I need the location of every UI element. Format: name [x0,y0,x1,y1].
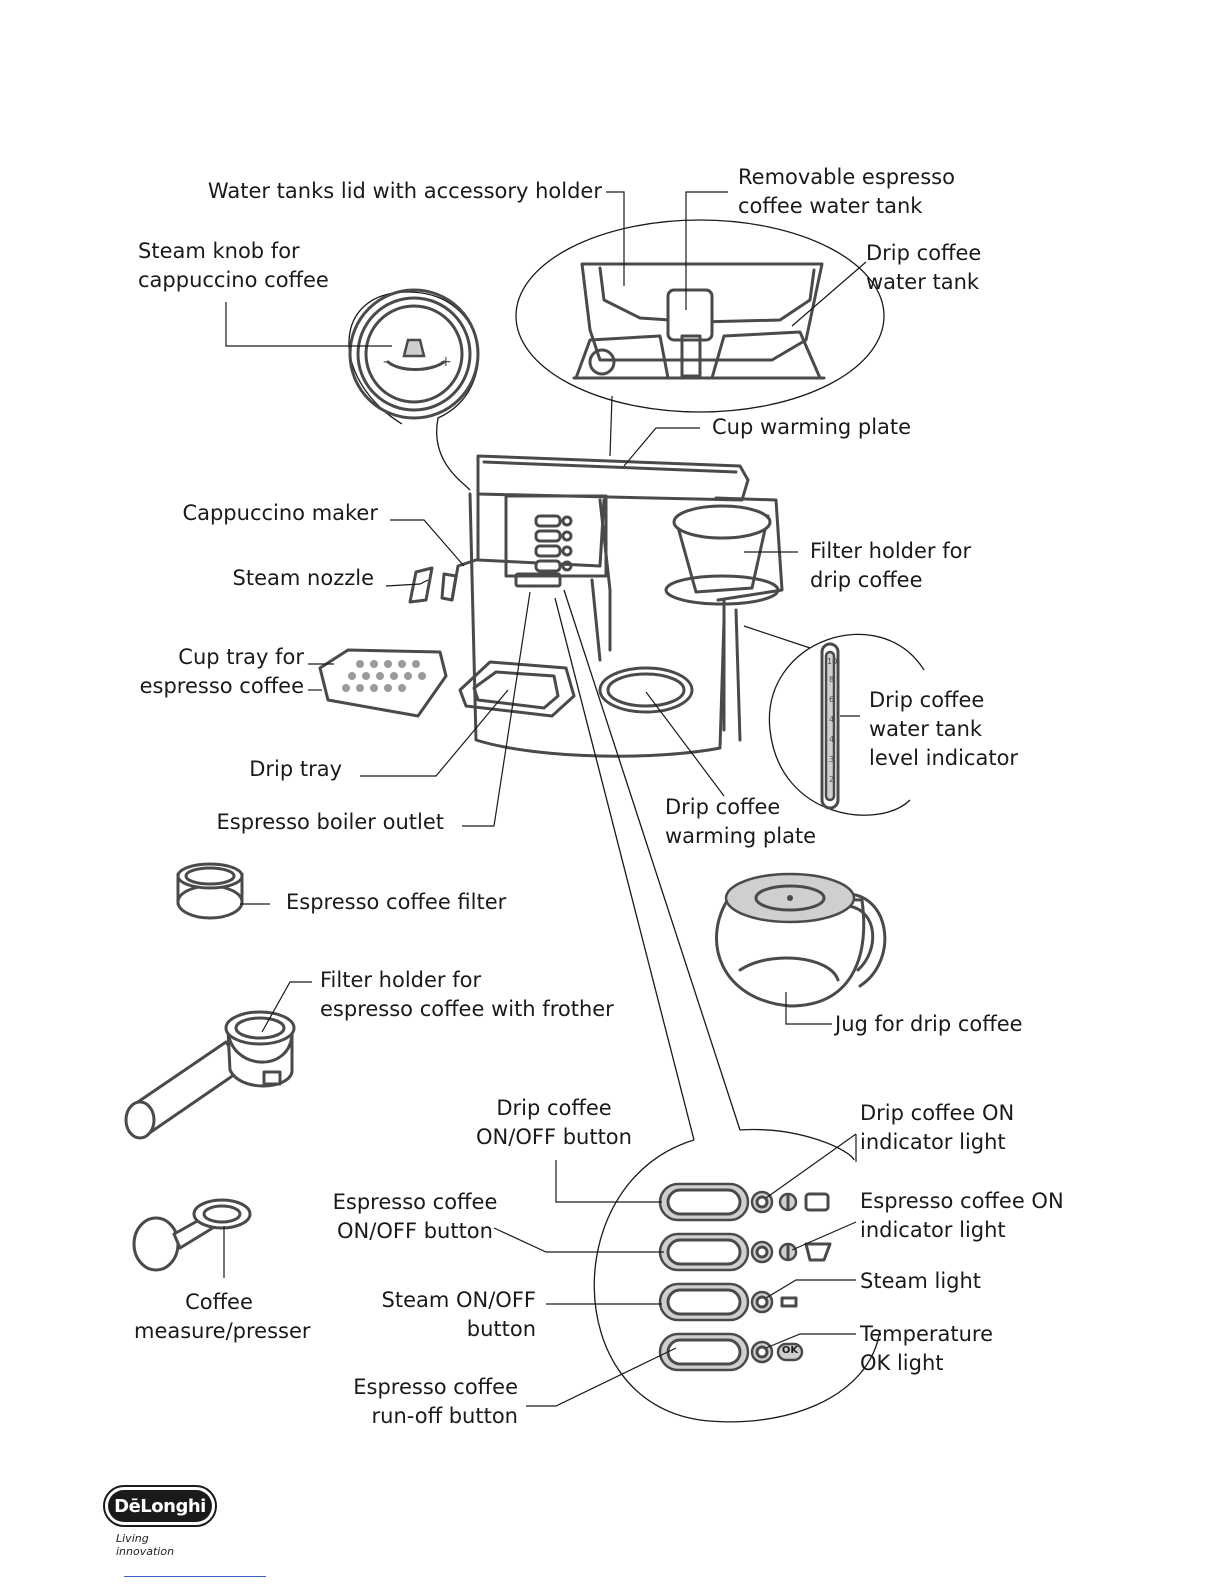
label-boiler-outlet: Espresso boiler outlet [216,810,445,834]
svg-text:4: 4 [829,715,834,724]
measure-drawing [132,1198,252,1272]
svg-text:6: 6 [829,695,834,704]
svg-text:+: + [440,354,452,370]
svg-text:4: 4 [829,735,834,744]
portafilter-drawing [124,1010,296,1140]
panel-lights [750,1190,832,1364]
label-steam-light: Steam light [860,1269,982,1293]
machine-body [408,454,784,758]
logo-brand-text: DēLonghi [114,1495,206,1517]
panel-ok-text: OK [781,1345,799,1356]
label-steam-nozzle: Steam nozzle [232,566,374,590]
label-jug: Jug for drip coffee [835,1012,1023,1036]
footer-rule [124,1576,266,1577]
espresso-filter-drawing [176,862,244,920]
body-buttons [534,514,573,573]
leader-lines [223,191,867,1407]
svg-text:2: 2 [829,775,834,784]
label-drip-tray: Drip tray [249,757,342,781]
level-callout: 10 8 6 4 4 3 2 [768,633,925,816]
label-cup-warming: Cup warming plate [712,415,912,439]
label-cappuccino-maker: Cappuccino maker [182,501,378,525]
logo-tagline: Living innovation [116,1532,175,1558]
knob-callout: - + [348,288,480,491]
label-water-tanks-lid: Water tanks lid with accessory holder [207,179,602,203]
panel-buttons [658,1182,750,1372]
svg-text:10: 10 [827,657,837,666]
tanks-callout [515,219,885,413]
svg-text:3: 3 [829,755,834,764]
logo-badge [103,1485,217,1527]
svg-text:-: - [383,354,388,370]
cup-tray [318,648,448,718]
label-espresso-filter: Espresso coffee filter [286,890,507,914]
panel-callout [554,589,881,1423]
jug-drawing [715,872,887,1008]
svg-text:8: 8 [829,675,834,684]
